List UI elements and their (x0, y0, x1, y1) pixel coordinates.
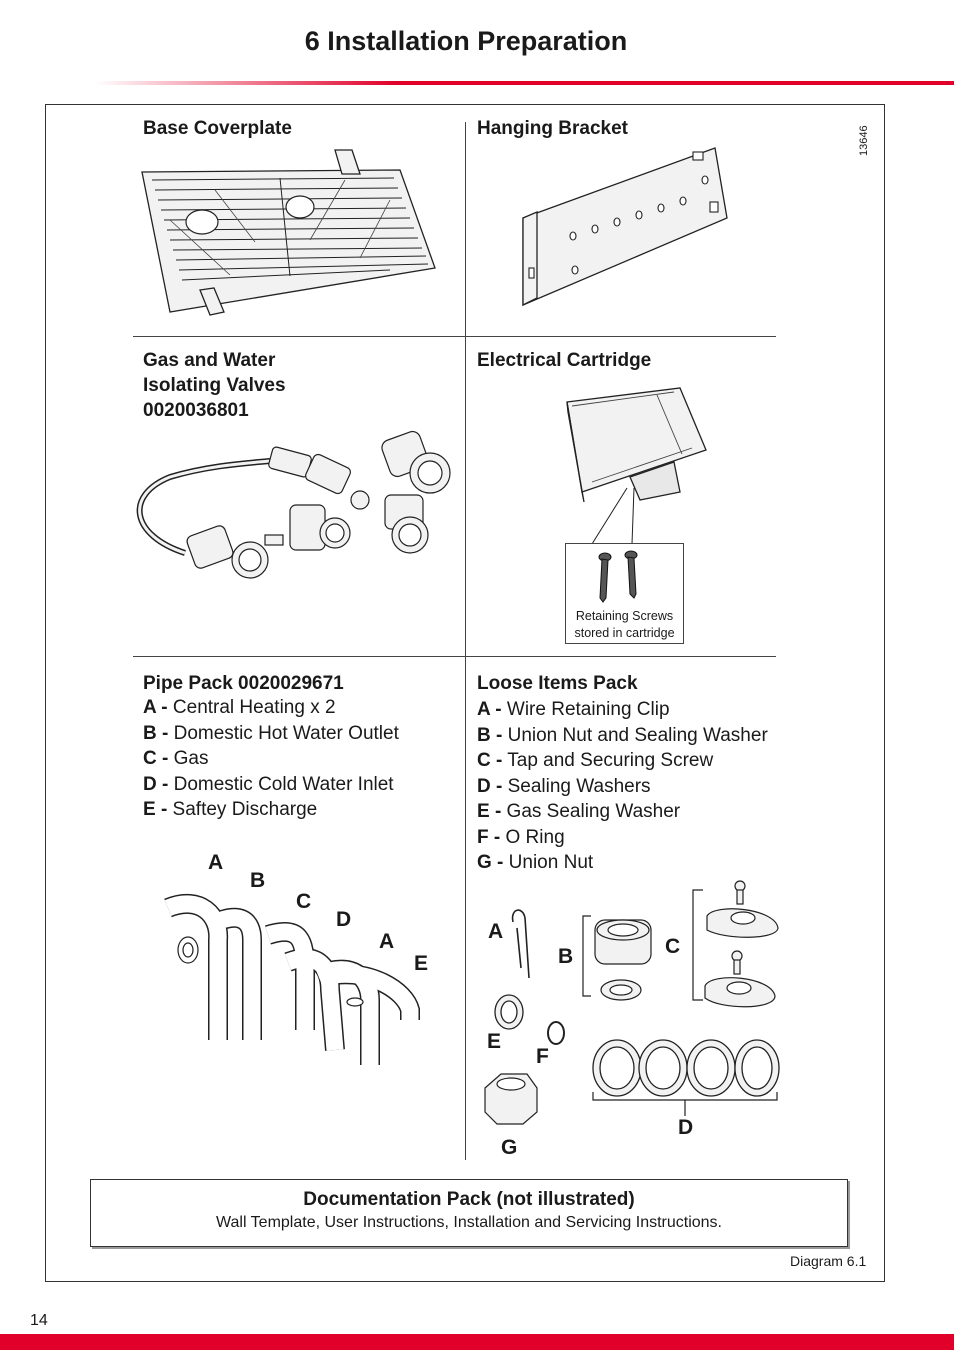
retaining-screws-caption: Retaining Screws stored in cartridge (566, 608, 683, 642)
list-item: A - Central Heating x 2 (143, 697, 336, 718)
list-item: A - Wire Retaining Clip (477, 699, 670, 720)
loose-item-label: F (536, 1045, 549, 1068)
list-item: D - Sealing Washers (477, 775, 651, 797)
union-nut-washer (594, 919, 652, 1001)
page-title: 6 Installation Preparation (304, 26, 628, 56)
list-item: F - O Ring (477, 826, 565, 848)
loose-items-list: A - Wire Retaining Clip B - Union Nut an… (477, 697, 768, 876)
base-coverplate-title: Base Coverplate (143, 118, 292, 139)
list-item: C - Tap and Securing Screw (477, 750, 714, 771)
loose-items-title: Loose Items Pack (477, 673, 638, 694)
drawing-code: 13646 (858, 125, 870, 156)
page-number: 14 (30, 1312, 48, 1329)
hanging-bracket-title: Hanging Bracket (477, 118, 628, 139)
o-ring (547, 1021, 565, 1045)
loose-items-illustration: A B C E F G D (484, 880, 780, 1159)
pipe-label: D (336, 908, 351, 931)
gas-sealing-washer (494, 994, 524, 1030)
valves-title-line: Isolating Valves (143, 375, 286, 396)
list-item: B - Domestic Hot Water Outlet (143, 722, 399, 744)
base-coverplate-illustration (141, 149, 436, 316)
screw-icon (598, 550, 638, 603)
documentation-pack-box: Documentation Pack (not illustrated) Wal… (90, 1179, 848, 1247)
documentation-description: Wall Template, User Instructions, Instal… (216, 1214, 722, 1231)
pipe-pack-list: A - Central Heating x 2 B - Domestic Hot… (143, 695, 399, 823)
diagram-label: Diagram 6.1 (790, 1253, 867, 1269)
cartridge-title: Electrical Cartridge (477, 350, 652, 371)
loose-item-label: E (487, 1030, 501, 1053)
list-item: B - Union Nut and Sealing Washer (477, 724, 768, 746)
documentation-title: Documentation Pack (not illustrated) (303, 1189, 635, 1210)
union-nut (484, 1073, 538, 1125)
pipe-pack-title: Pipe Pack 0020029671 (143, 673, 344, 694)
pipe-label: E (414, 952, 428, 975)
row-divider-2 (133, 656, 776, 657)
loose-item-label: B (558, 945, 573, 968)
list-item: E - Saftey Discharge (143, 799, 318, 820)
caption-line: stored in cartridge (574, 626, 675, 640)
loose-item-label: C (665, 935, 680, 958)
electrical-cartridge-illustration (566, 387, 707, 545)
footer-bar (0, 1334, 954, 1350)
caption-line: Retaining Screws (575, 609, 674, 623)
loose-item-label: D (678, 1116, 693, 1139)
loose-item-label: G (501, 1136, 517, 1159)
tap-and-screw (704, 880, 779, 1008)
valves-title: Gas and Water Isolating Valves 002003680… (143, 348, 286, 423)
retaining-screws-inset: Retaining Screws stored in cartridge (565, 543, 684, 644)
list-item: C - Gas (143, 748, 209, 769)
pipe-pack-illustration: A B C D A E (164, 851, 428, 1065)
hanging-bracket-illustration (522, 147, 728, 307)
pipe-label: A (208, 851, 223, 874)
isolating-valves-illustration (136, 430, 451, 579)
list-item: G - Union Nut (477, 852, 594, 873)
valves-title-line: Gas and Water (143, 350, 276, 371)
pipe-label: A (379, 930, 394, 953)
pipe-label: B (250, 869, 265, 892)
wire-clip (511, 909, 530, 979)
column-divider (465, 122, 466, 1160)
list-item: D - Domestic Cold Water Inlet (143, 773, 394, 795)
loose-item-label: A (488, 920, 503, 943)
diagram-frame (45, 104, 885, 1282)
valves-part-number: 0020036801 (143, 400, 249, 421)
title-rule (95, 81, 954, 85)
sealing-washers (592, 1039, 780, 1097)
row-divider-1 (133, 336, 776, 337)
pipe-label: C (296, 890, 311, 913)
list-item: E - Gas Sealing Washer (477, 801, 681, 822)
